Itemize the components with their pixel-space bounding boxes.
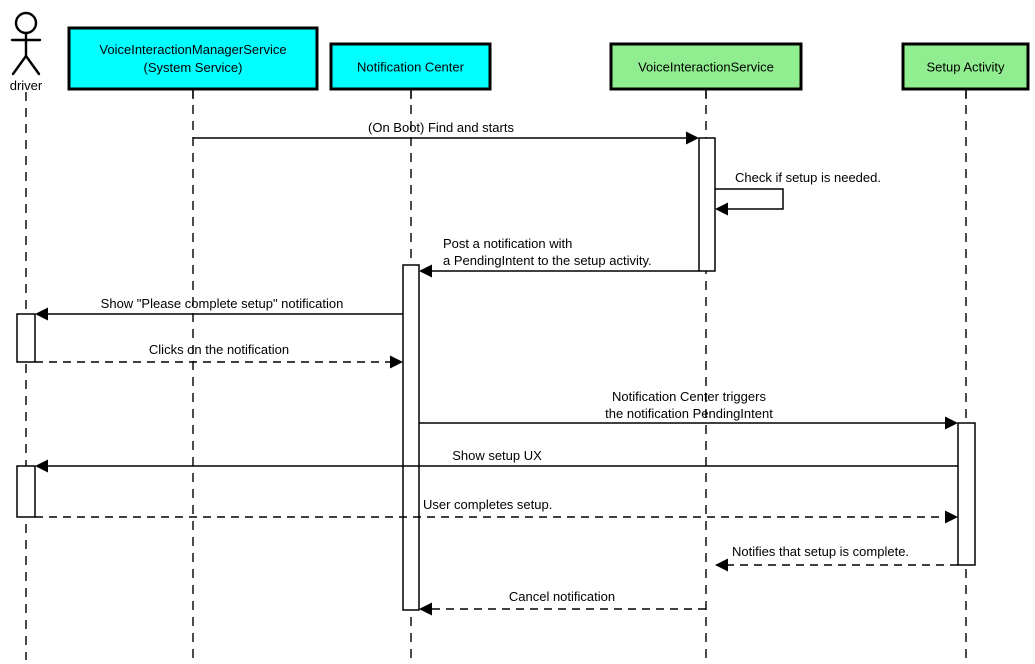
message-label-msg-10: Cancel notification [509,589,615,604]
message-label-msg-5: Clicks on the notification [149,342,289,357]
activation-bar-notification_center [402,264,420,611]
message-label-msg-3: Post a notification with [443,236,572,251]
message-msg-8[interactable]: User completes setup. [35,497,958,524]
participant-setup_activity[interactable]: Setup Activity [901,42,1030,99]
participant-box-setup_activity[interactable] [901,42,1030,91]
activation-bar-voice_interaction_service [698,137,716,272]
participant-sublabel-vims: (System Service) [144,60,243,75]
participant-box-notification_center[interactable] [329,42,492,91]
message-label-msg-7: Show setup UX [452,448,542,463]
message-msg-7[interactable]: Show setup UX [35,448,958,473]
actor-label-driver: driver [10,78,43,93]
participant-heads-layer: driver VoiceInteractionManagerService (Sys… [10,11,1030,99]
arrowhead-msg-6 [945,416,958,430]
message-label-msg-9: Notifies that setup is complete. [732,544,909,559]
message-msg-10[interactable]: Cancel notification [419,589,706,616]
activation-bar-driver [16,313,36,363]
message-msg-2[interactable]: Check if setup is needed. [715,170,881,216]
message-label-msg-6: the notification PendingIntent [605,406,773,421]
participant-label-setup_activity: Setup Activity [926,60,1005,75]
activation-bar-driver [16,465,36,518]
participant-voice_interaction_service[interactable]: VoiceInteractionService [609,42,803,99]
participant-driver[interactable]: driver [10,11,43,93]
activation-bars-layer [16,137,976,611]
participant-box-vims[interactable] [67,26,319,91]
participant-notification_center[interactable]: Notification Center [329,42,492,99]
arrowhead-msg-4 [35,307,48,321]
message-label-msg-1: (On Boot) Find and starts [368,120,514,135]
participant-label-vims: VoiceInteractionManagerService [99,42,286,57]
arrowhead-msg-1 [686,131,699,145]
message-label-msg-4: Show "Please complete setup" notificatio… [101,296,344,311]
arrowhead-msg-2 [715,202,728,216]
activation-bar-setup_activity [957,422,976,566]
participant-label-notification_center: Notification Center [357,60,465,75]
message-label-msg-8: User completes setup. [423,497,552,512]
message-msg-3[interactable]: Post a notification with a PendingIntent … [419,236,699,278]
arrowhead-msg-5 [390,355,403,369]
actor-icon [10,11,42,76]
arrowhead-msg-7 [35,459,48,473]
message-msg-9[interactable]: Notifies that setup is complete. [715,544,958,572]
participant-vims[interactable]: VoiceInteractionManagerService (System Se… [67,26,319,99]
participant-label-voice_interaction_service: VoiceInteractionService [638,60,774,75]
message-msg-4[interactable]: Show "Please complete setup" notificatio… [35,296,403,321]
message-label-msg-2: Check if setup is needed. [735,170,881,185]
message-line-msg-2 [715,188,784,210]
arrowhead-msg-10 [419,602,432,616]
arrowhead-msg-3 [419,264,432,278]
message-label-msg-3: a PendingIntent to the setup activity. [443,253,652,268]
arrowhead-msg-8 [945,510,958,524]
message-msg-5[interactable]: Clicks on the notification [35,342,403,369]
message-msg-1[interactable]: (On Boot) Find and starts [193,120,699,145]
message-label-msg-6: Notification Center triggers [612,389,766,404]
arrowhead-msg-9 [715,558,728,572]
message-msg-6[interactable]: Notification Center triggers the notifica… [419,389,958,430]
